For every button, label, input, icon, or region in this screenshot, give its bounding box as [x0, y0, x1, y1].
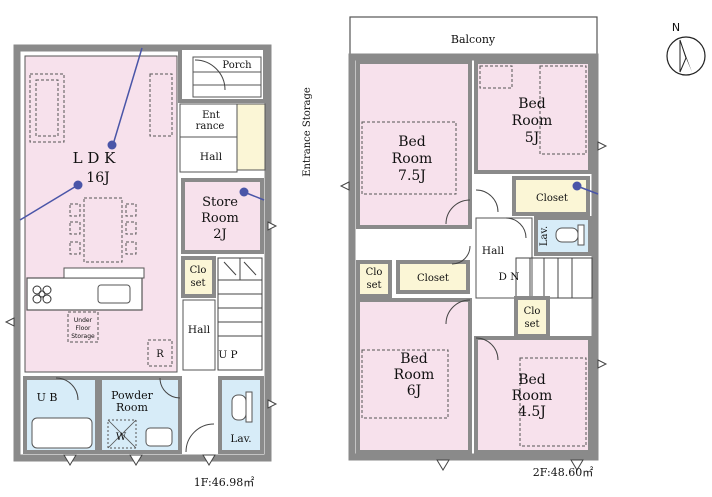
entrance-label-1: Ent — [202, 110, 220, 121]
bed-6j-size: 6J — [407, 383, 422, 399]
closet-2f-small — [514, 296, 550, 338]
entrance-storage — [236, 103, 266, 171]
closet-small-label-2: set — [524, 319, 539, 330]
stairs-1f — [217, 257, 263, 371]
bedroom-7-5j — [356, 60, 472, 229]
lav-2f-label: Lav. — [539, 226, 550, 246]
closet-right-label: Closet — [536, 193, 568, 204]
bed-7-5j-label-2: Room — [392, 151, 433, 167]
bed-4-5j-label-2: Room — [512, 388, 553, 404]
second-floor — [339, 16, 608, 471]
entrance-label-2: rance — [196, 121, 225, 132]
bed-6j-label-2: Room — [394, 367, 435, 383]
porch-label: Porch — [222, 60, 252, 71]
bed-5j-label-2: Room — [512, 113, 553, 129]
closet-small-label-1: Clo — [524, 306, 541, 317]
hall-mid-label: Hall — [188, 324, 211, 336]
powder-room-label-1: Powder — [111, 389, 154, 402]
up-label: U P — [218, 349, 237, 361]
ldk-line-upper — [111, 47, 143, 149]
washbasin — [145, 427, 173, 447]
washer-label: W — [116, 432, 127, 443]
entrance-storage-label: Entrance Storage — [302, 87, 313, 177]
closet-2f-left — [356, 260, 392, 298]
ub-label: U B — [37, 391, 58, 404]
floor1-area-label: 1F:46.98㎡ — [194, 476, 254, 489]
refrigerator-label: R — [156, 349, 164, 360]
ldk-furniture — [29, 73, 173, 367]
closet-left-label-2: set — [366, 280, 381, 291]
hall-top-label: Hall — [200, 151, 223, 163]
compass-label: N — [672, 21, 680, 34]
bed-4-5j-size: 4.5J — [518, 404, 546, 420]
closet-left-label-1: Clo — [366, 267, 383, 278]
closet-1f-label-2: set — [190, 278, 205, 289]
closet-1f — [181, 256, 216, 298]
under-floor-label-1: Under — [74, 317, 93, 324]
store-room — [181, 178, 264, 254]
under-floor-label-2: Floor — [76, 325, 91, 332]
under-floor-label-3: Storage — [71, 333, 95, 340]
store-room-label-1: Store — [202, 195, 238, 210]
closet-1f-label-1: Clo — [190, 265, 207, 276]
bed-5j-size: 5J — [525, 130, 540, 146]
compass-icon: N — [666, 21, 706, 76]
ldk-label: L D K — [73, 149, 117, 167]
bedroom-5j — [474, 60, 592, 174]
bed-7-5j-label-1: Bed — [398, 134, 426, 150]
bed-7-5j-size: 7.5J — [398, 168, 426, 184]
powder-room-label-2: Room — [116, 401, 149, 414]
ldk-line-lower — [19, 184, 79, 221]
ldk-size: 16J — [86, 170, 109, 186]
bedroom-6j — [356, 298, 472, 454]
bed-4-5j-label-1: Bed — [518, 372, 546, 388]
floor2-area-label: 2F:48.60㎡ — [533, 466, 593, 479]
balcony-label: Balcony — [451, 33, 496, 46]
kitchen-sink — [97, 284, 131, 304]
hall-2f-label: Hall — [482, 245, 505, 257]
closet-mid-label: Closet — [417, 273, 449, 284]
hall-top — [179, 136, 238, 173]
stairs-2f — [515, 257, 593, 299]
lav-1f-label: Lav. — [230, 433, 251, 445]
bed-6j-label-1: Bed — [400, 351, 428, 367]
store-room-size: 2J — [213, 227, 226, 242]
bathtub — [31, 417, 93, 449]
dn-label: D N — [499, 271, 520, 283]
ldk-room — [24, 55, 178, 373]
first-floor — [4, 44, 278, 466]
store-room-label-2: Room — [201, 211, 239, 226]
bedroom-4-5j — [474, 336, 592, 454]
hall-mid — [182, 299, 216, 371]
bed-5j-label-1: Bed — [518, 96, 546, 112]
closet-2f-mid — [396, 260, 470, 294]
